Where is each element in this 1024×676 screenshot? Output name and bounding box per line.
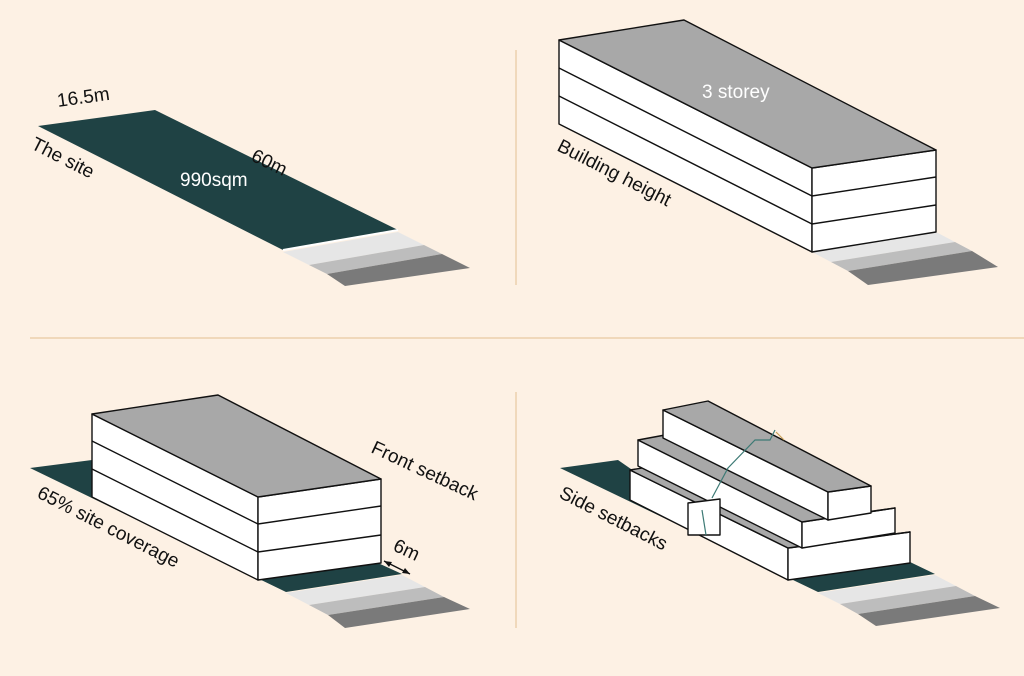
building-roof [558, 19, 937, 169]
street-strip [286, 575, 470, 628]
setback-title: Front setback [368, 437, 482, 505]
site-width-label: 16.5m [56, 84, 111, 112]
building-3-storey [558, 19, 937, 253]
storey-label: 3 storey [702, 82, 770, 103]
panel-side-setbacks: Side setbacks [556, 400, 1000, 626]
setback-marker-line [711, 429, 776, 499]
floor-line [558, 95, 937, 225]
panel-building-height: 3 storey Building height [554, 19, 998, 285]
setback-marker-line [701, 509, 707, 536]
setback-marker-tick [775, 431, 785, 441]
street-strip [283, 232, 470, 286]
floor-line [91, 468, 382, 553]
top-level [662, 400, 872, 521]
site-area-label: 990sqm [180, 170, 248, 191]
top-roof [662, 400, 872, 493]
panel-the-site: 16.5m 60m 990sqm The site [28, 84, 470, 286]
building-roof [91, 394, 382, 498]
site-footprint [38, 110, 398, 250]
floor-line [91, 440, 382, 525]
front-projection [687, 498, 721, 536]
front-setback-dimension [383, 560, 411, 575]
street-strip [812, 232, 998, 285]
floor-line [558, 67, 937, 197]
site-front-edge [282, 229, 399, 251]
panel-site-coverage: Front setback 6m 65% site coverage [30, 394, 482, 628]
building-coverage [91, 394, 382, 581]
setback-value: 6m [390, 535, 423, 565]
street-strip [818, 575, 1000, 626]
